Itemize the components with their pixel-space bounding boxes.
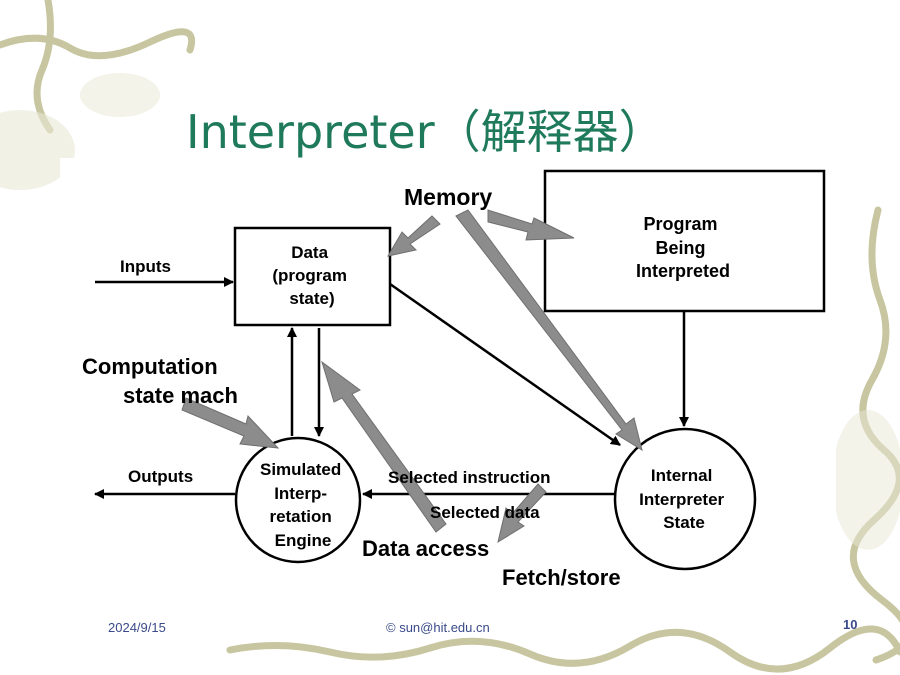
engine-line-2: Interp-: [274, 484, 327, 503]
memory-to-state-pointer: [455, 209, 643, 452]
data-access-label: Data access: [362, 536, 489, 561]
diagram-canvas: Memory Data (program state) Program Bein…: [82, 169, 826, 590]
engine-circle-text: Simulated Interp- retation Engine: [260, 460, 346, 550]
data-box-line-2: (program: [272, 266, 347, 285]
computation-line-2: state mach: [123, 383, 238, 408]
selected-instruction-label: Selected instruction: [388, 468, 550, 487]
engine-line-3: retation: [269, 507, 331, 526]
engine-circle: [234, 436, 362, 564]
state-line-2: Interpreter: [639, 490, 724, 509]
state-line-1: Internal: [651, 466, 712, 485]
computation-pointer: [181, 397, 280, 449]
computation-line-1: Computation: [82, 354, 218, 379]
program-box-line-2: Being: [655, 238, 705, 258]
memory-to-data-pointer: [386, 215, 441, 257]
state-circle: [613, 427, 757, 571]
program-box-text: Program Being Interpreted: [636, 214, 730, 281]
data-box: [233, 226, 392, 327]
data-box-text: Data (program state): [272, 243, 351, 308]
state-line-3: State: [663, 513, 705, 532]
outputs-label: Outputs: [128, 467, 193, 486]
data-to-state-arrow: [389, 282, 621, 447]
pointer-arrows: [181, 209, 643, 544]
data-box-line-1: Data: [291, 243, 328, 262]
footer-copyright: © sun@hit.edu.cn: [386, 620, 490, 635]
computation-label: Computation state mach: [82, 354, 238, 408]
program-box-line-3: Interpreted: [636, 261, 730, 281]
memory-to-program-pointer: [487, 209, 575, 241]
footer-date: 2024/9/15: [108, 620, 166, 635]
data-access-pointer: [321, 360, 447, 533]
fetch-store-pointer: [497, 483, 547, 544]
program-box-line-1: Program: [643, 214, 717, 234]
state-circle-text: Internal Interpreter State: [639, 466, 729, 532]
page-number: 10: [843, 617, 858, 632]
interpreter-diagram: Memory Data (program state) Program Bein…: [60, 158, 836, 602]
fetch-store-label: Fetch/store: [502, 565, 621, 590]
inputs-label: Inputs: [120, 257, 171, 276]
memory-label: Memory: [404, 184, 492, 210]
selected-data-label: Selected data: [430, 503, 540, 522]
slide-title: Interpreter（解释器）: [186, 105, 665, 159]
data-box-line-3: state): [289, 289, 334, 308]
engine-line-1: Simulated: [260, 460, 341, 479]
engine-line-4: Engine: [275, 531, 332, 550]
